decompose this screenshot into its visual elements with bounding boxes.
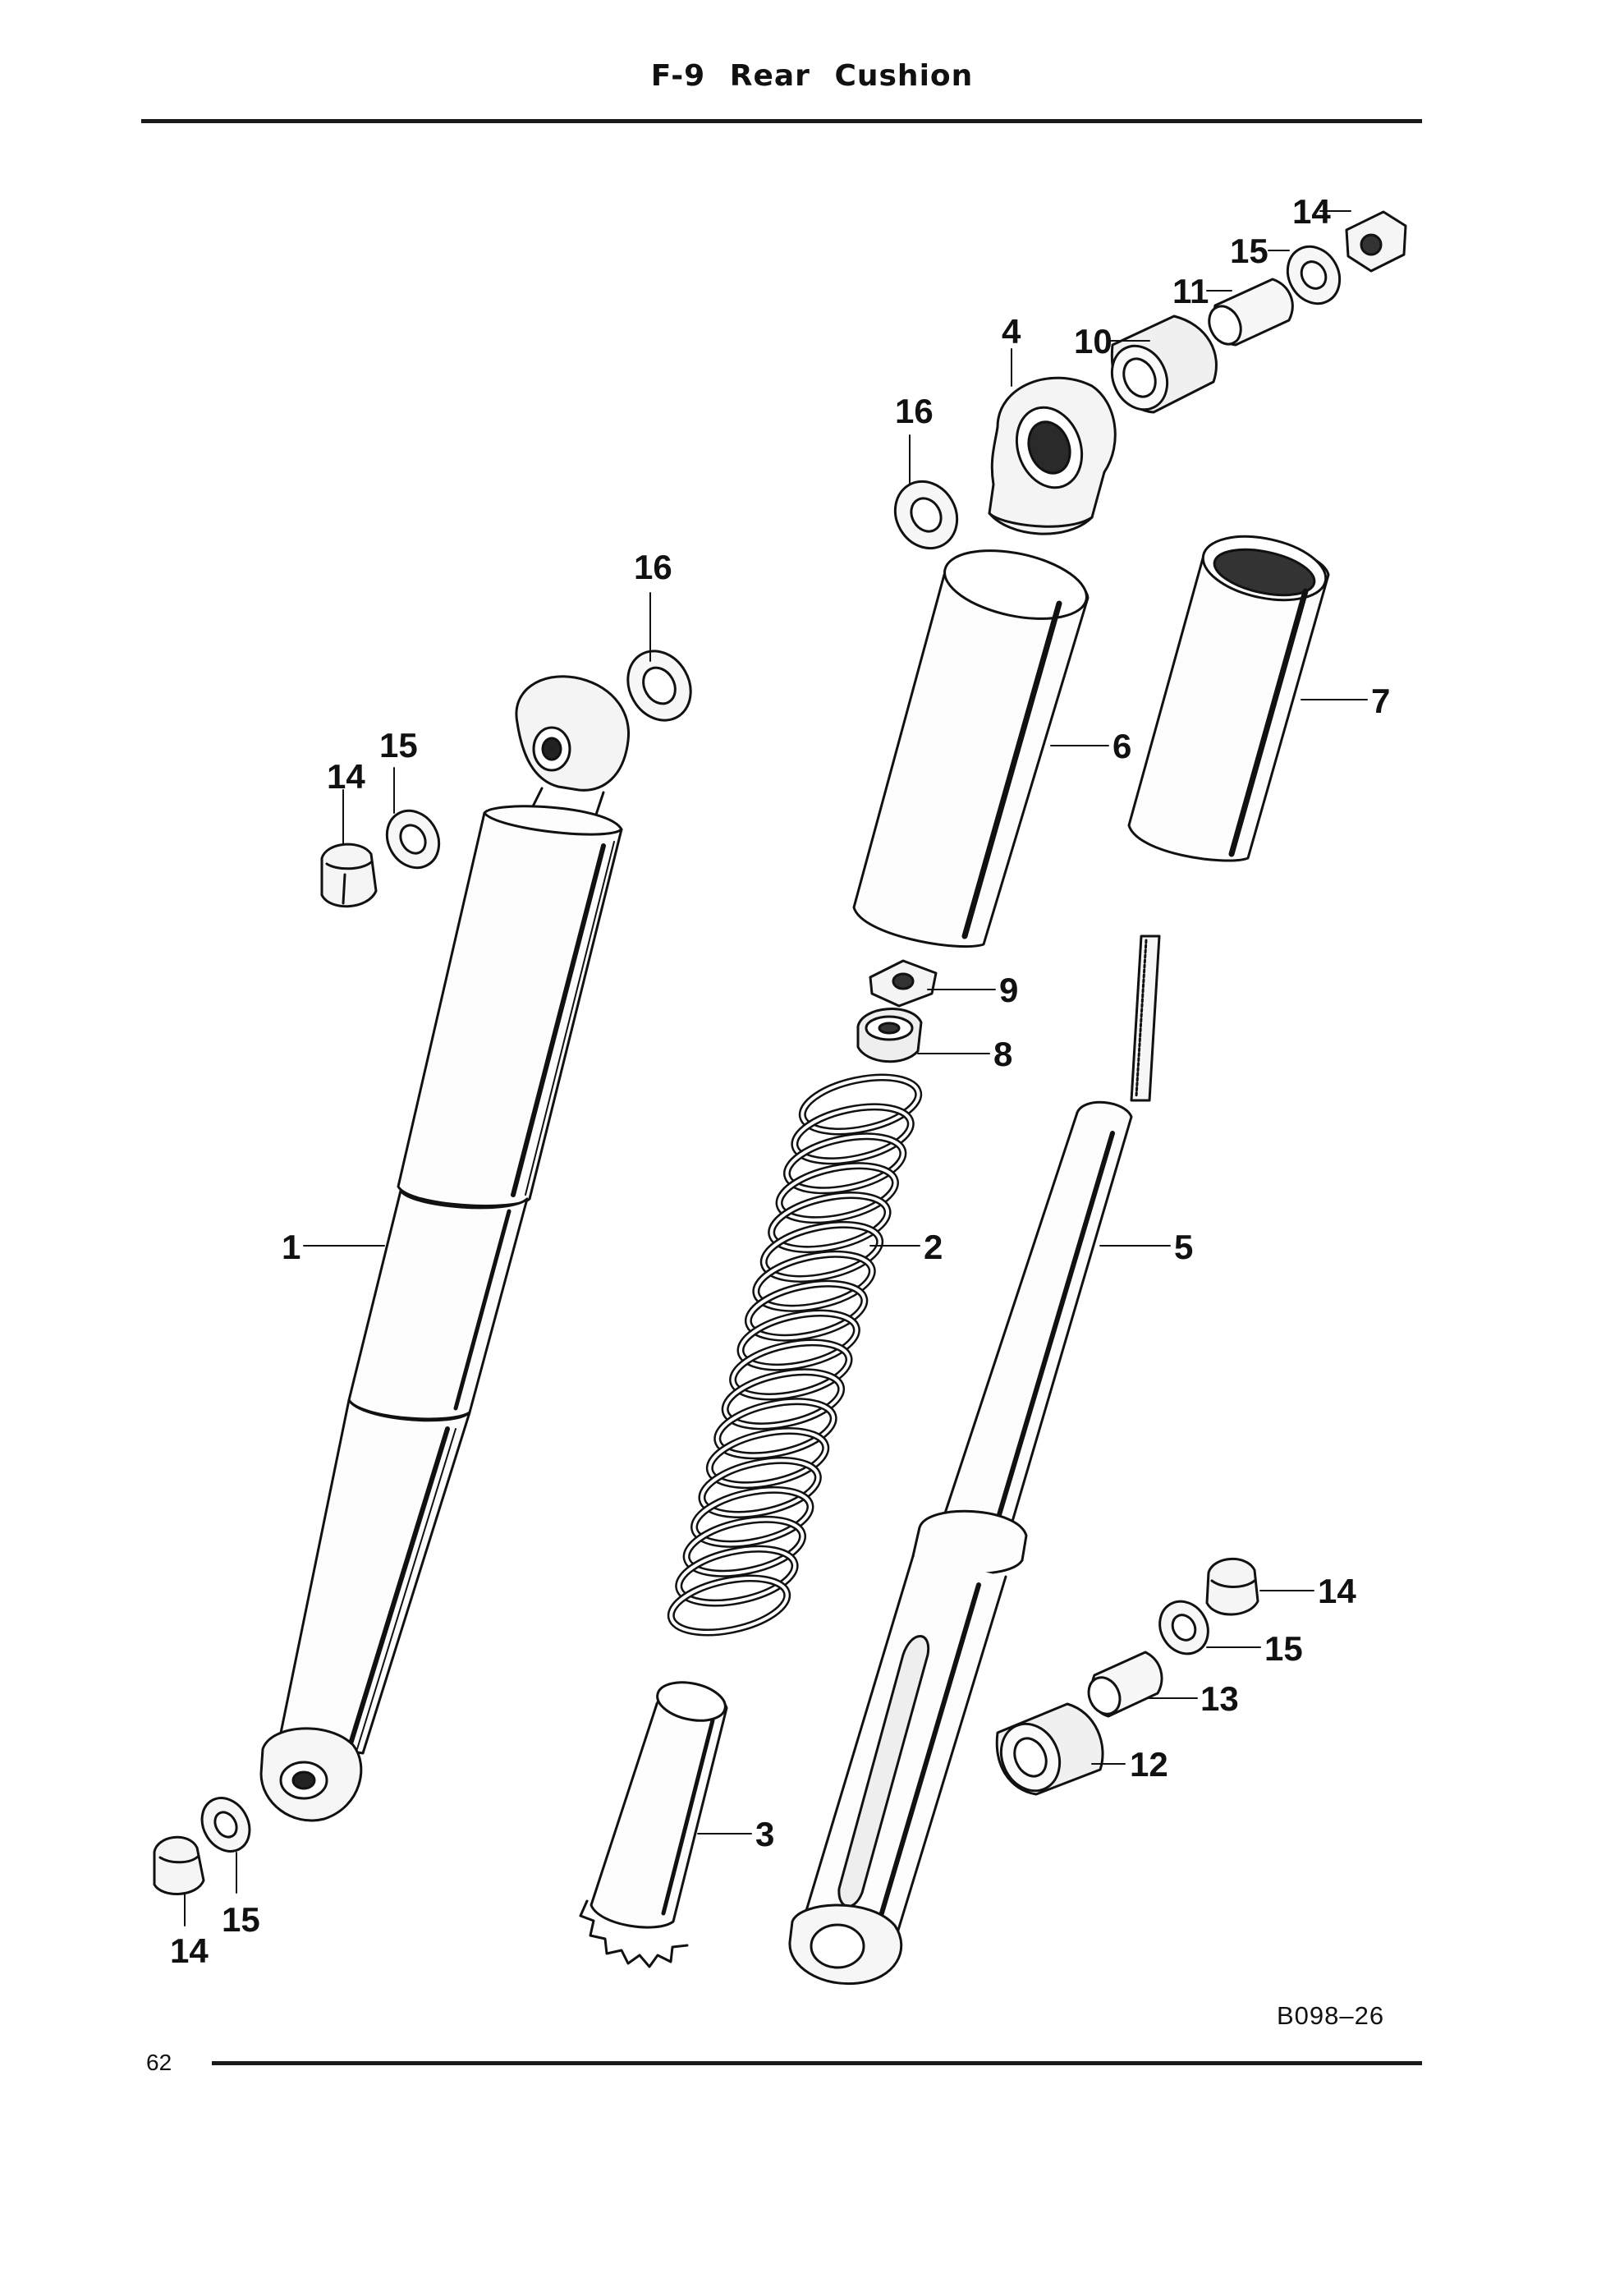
callout-9: 9 — [999, 971, 1018, 1009]
rubber-stopper — [856, 1008, 923, 1063]
callout-14-left-upper: 14 — [327, 757, 365, 796]
callout-14-top-right: 14 — [1292, 192, 1331, 231]
washer-upper-left — [385, 809, 441, 870]
spring-coil-highlight — [792, 1104, 913, 1163]
washer-top-right — [1286, 245, 1342, 305]
washer-bottom-left — [200, 1797, 251, 1853]
cap-nut-upper-left — [320, 843, 378, 908]
spring-coil-highlight — [685, 1518, 805, 1576]
spring-coil-highlight — [778, 1164, 897, 1222]
spring-coil-highlight — [731, 1340, 851, 1398]
callout-4: 4 — [1002, 312, 1021, 351]
spring-coil-highlight — [700, 1458, 820, 1517]
cap-nut-bottom-left — [153, 1835, 205, 1895]
stopper-nut — [869, 959, 938, 1008]
callout-8: 8 — [993, 1035, 1012, 1073]
spring-coil-highlight — [669, 1577, 789, 1634]
header-rule — [141, 119, 1422, 123]
damper-unit — [788, 934, 1161, 1986]
callout-3: 3 — [755, 1815, 774, 1853]
rubber-bushing-upper — [1110, 315, 1218, 414]
rubber-bushing-lower — [995, 1702, 1104, 1796]
spring-coil-highlight — [739, 1311, 859, 1370]
rubber-washer-top — [893, 480, 959, 550]
page-title: F-9 Rear Cushion — [650, 59, 974, 93]
callout-10: 10 — [1074, 322, 1112, 360]
callout-15-bottom-left: 15 — [222, 1900, 260, 1939]
washer-right — [1158, 1600, 1209, 1655]
spring-coil-highlight — [801, 1076, 920, 1133]
callout-14-bottom-left: 14 — [170, 1931, 209, 1970]
spring-guide — [579, 1681, 728, 1968]
upper-spring-cover — [852, 549, 1090, 948]
upper-joint — [988, 376, 1117, 535]
callout-11: 11 — [1172, 272, 1209, 310]
callout-15-left-upper: 15 — [379, 726, 418, 765]
footer-rule — [212, 2061, 1422, 2065]
collar-upper — [1208, 278, 1294, 347]
callout-16-top: 16 — [895, 392, 934, 430]
spring-coil-highlight — [754, 1252, 874, 1311]
callout-15-right-mid: 15 — [1264, 1629, 1303, 1668]
lower-spring-cover — [1127, 535, 1330, 862]
collar-lower — [1087, 1651, 1163, 1718]
callout-14-right-mid: 14 — [1318, 1572, 1356, 1610]
callout-13: 13 — [1200, 1679, 1239, 1718]
rubber-washer-upper-left — [626, 650, 692, 722]
figure-code: B098–26 — [1277, 2001, 1385, 2030]
spring-coil-highlight — [677, 1547, 797, 1605]
spring-coil-highlight — [692, 1488, 812, 1546]
callout-12: 12 — [1130, 1745, 1168, 1784]
spring-coil-highlight — [708, 1429, 828, 1487]
callout-16-left: 16 — [634, 548, 672, 586]
leader-lines — [184, 210, 1368, 1926]
cap-nut-top-right — [1345, 210, 1407, 273]
callout-2: 2 — [924, 1228, 943, 1266]
spring-coil-highlight — [715, 1399, 836, 1458]
page-number: 62 — [146, 2050, 172, 2075]
spring-coil-highlight — [762, 1223, 882, 1281]
spring-coil-highlight — [746, 1282, 866, 1340]
callout-5: 5 — [1174, 1228, 1193, 1266]
callout-6: 6 — [1112, 727, 1131, 765]
callout-1: 1 — [282, 1228, 300, 1266]
callout-15-top-right: 15 — [1230, 232, 1268, 270]
assembled-rear-cushion — [259, 675, 631, 1822]
spring-coil-highlight — [769, 1193, 890, 1251]
spring-coil-highlight — [723, 1370, 843, 1428]
spring-coil-highlight — [785, 1134, 905, 1192]
cushion-spring — [667, 1073, 923, 1637]
cap-nut-right — [1205, 1558, 1259, 1616]
callout-7: 7 — [1371, 682, 1390, 720]
